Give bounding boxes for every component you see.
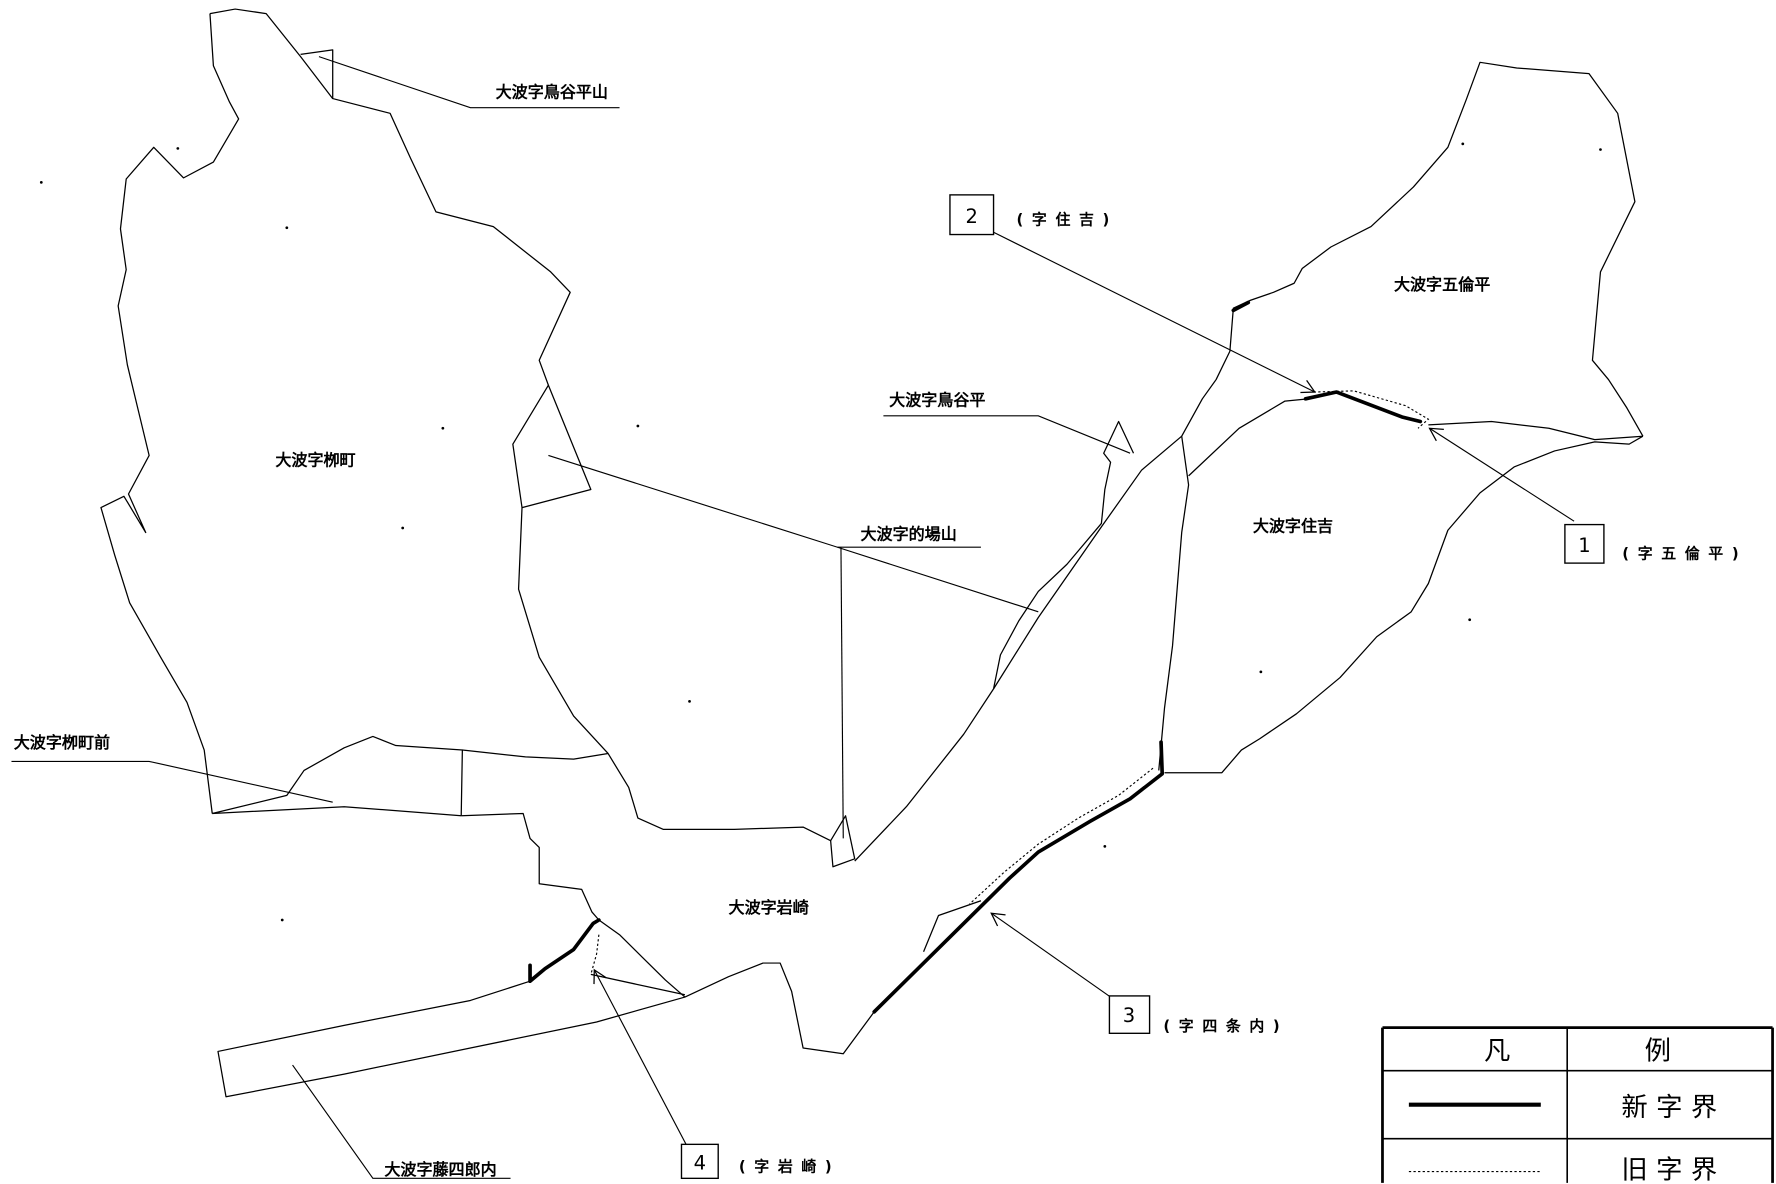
speck: [401, 526, 405, 530]
legend-title-left: 凡: [1484, 1037, 1510, 1067]
callout-arrow: [993, 231, 1316, 394]
callout-label: ( 字 四 条 内 ): [1163, 1017, 1281, 1035]
legend: 凡 例 新 字 界 旧 字 界: [1381, 1026, 1774, 1184]
boundary-line: [1158, 436, 1190, 771]
callout-2: 2 ( 字 住 吉 ): [949, 194, 1111, 236]
speck: [1468, 618, 1472, 622]
boundary-line: [993, 435, 1183, 690]
speck: [39, 181, 43, 184]
leader-line: [11, 760, 333, 803]
callout-box: [1564, 523, 1605, 564]
callout-number: 2: [966, 205, 978, 228]
area-label-fujishirouchi: 大波字藤四郎内: [384, 1160, 496, 1179]
callout-label: ( 字 住 吉 ): [1016, 210, 1111, 228]
boundary-line: [830, 815, 856, 868]
leader-line: [837, 546, 1039, 613]
area-label-gorindaira: 大波字五倫平: [1394, 275, 1490, 294]
callout-box: [1108, 995, 1151, 1034]
boundaries: [100, 8, 1644, 1098]
old-boundary-line: [1313, 390, 1430, 429]
callout-1: 1 ( 字 五 倫 平 ): [1564, 523, 1740, 564]
legend-old-boundary-label: 旧 字 界: [1621, 1155, 1717, 1184]
area-label-toriyadaira: 大波字鳥谷平: [889, 391, 985, 410]
leader-line: [883, 415, 1131, 454]
speck: [441, 426, 445, 430]
speck: [285, 226, 289, 230]
new-boundaries: [528, 300, 1423, 1014]
callout-label: ( 字 五 倫 平 ): [1622, 545, 1740, 563]
specks: [39, 142, 1602, 922]
speck: [1103, 845, 1107, 848]
boundary-line: [462, 749, 609, 760]
legend-title-right: 例: [1645, 1037, 1671, 1067]
boundary-line: [461, 812, 600, 921]
callout-arrow: [1428, 427, 1575, 522]
callout-number: 3: [1123, 1004, 1135, 1027]
old-boundary-line: [590, 934, 600, 975]
boundary-line: [992, 420, 1135, 689]
leader-line: [318, 56, 620, 109]
boundary-line: [1428, 420, 1643, 441]
speck: [1259, 670, 1263, 674]
boundary-line: [212, 806, 462, 817]
leader-line: [548, 454, 981, 548]
boundary-line: [212, 735, 463, 816]
area-label-toriyadairayama: 大波字鳥谷平山: [496, 83, 608, 102]
new-boundary-line: [1231, 300, 1251, 313]
boundary-line: [517, 507, 831, 842]
speck: [1599, 148, 1602, 151]
boundary-line: [598, 919, 875, 1055]
speck: [176, 147, 180, 150]
area-label-sumiyoshi: 大波字住吉: [1253, 516, 1333, 535]
boundary-line: [1164, 435, 1644, 774]
area-label-yanagimachi: 大波字栁町: [275, 451, 355, 470]
boundary-line: [854, 688, 995, 862]
callout-arrow: [593, 968, 687, 1145]
leader-line: [292, 1064, 511, 1179]
callout-number: 4: [694, 1151, 706, 1174]
boundary-line: [1181, 61, 1644, 437]
boundary-line: [922, 900, 982, 952]
callout-label: ( 字 岩 崎 ): [739, 1158, 834, 1176]
new-boundary-line: [872, 740, 1165, 1014]
old-boundary-line: [969, 767, 1154, 905]
area-label-matobayama: 大波字的場山: [860, 524, 956, 543]
boundary-line: [100, 13, 240, 814]
area-labels: 大波字鳥谷平山 大波字栁町 大波字栁町前 大波字的場山 大波字鳥谷平 大波字五倫…: [14, 83, 1491, 1179]
speck: [636, 424, 640, 428]
callout-box: [949, 194, 995, 236]
new-boundary-line: [1303, 390, 1423, 424]
boundary-line: [512, 384, 592, 509]
callout-arrow: [990, 912, 1111, 998]
callout-box: [680, 1143, 719, 1180]
old-boundaries: [590, 390, 1430, 975]
speck: [1461, 142, 1465, 146]
new-boundary-line: [528, 918, 601, 984]
leader-line: [840, 547, 844, 839]
callout-3: 3 ( 字 四 条 内 ): [1108, 995, 1281, 1035]
area-label-iwasaki: 大波字岩崎: [729, 898, 809, 917]
speck: [280, 918, 284, 922]
callout-number: 1: [1578, 534, 1590, 557]
callout-4: 4 ( 字 岩 崎 ): [680, 1143, 834, 1180]
area-label-yanagimachimae: 大波字栁町前: [14, 733, 110, 752]
boundary-line: [209, 8, 571, 386]
boundary-line: [300, 49, 334, 99]
leader-lines: [11, 56, 1575, 1179]
speck: [688, 699, 691, 703]
boundary-line: [1188, 398, 1308, 477]
boundary-line: [217, 980, 686, 1098]
legend-new-boundary-label: 新 字 界: [1621, 1093, 1717, 1123]
